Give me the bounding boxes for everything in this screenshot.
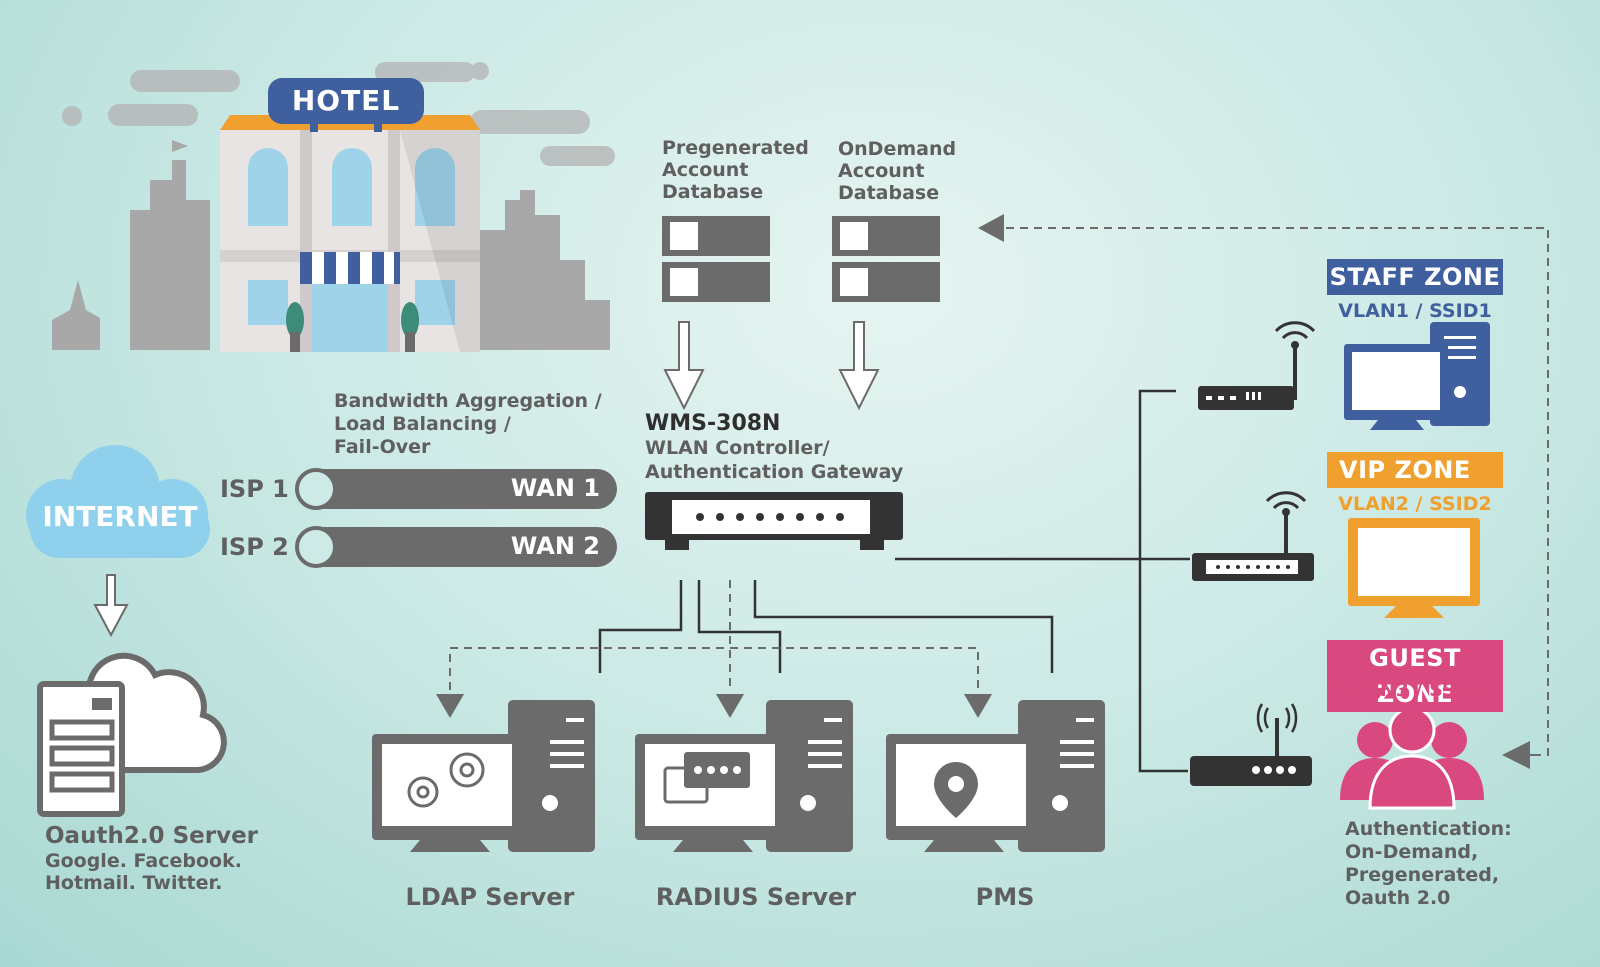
internet-cloud-icon (26, 445, 210, 558)
db-arrows (663, 321, 880, 411)
vip-zone-vlan: VLAN2 / SSID2 (1338, 493, 1492, 515)
oauth-title: Oauth2.0 Server (45, 823, 259, 849)
staff-computer-icon (1344, 322, 1490, 430)
oauth-server-icon (37, 652, 227, 817)
auth-line-2: On-Demand, (1345, 841, 1479, 863)
wan2-pill (295, 526, 617, 568)
authentication-note: Authentication: On-Demand, Pregenerated,… (1345, 818, 1512, 910)
server-connections (598, 580, 1054, 673)
ap-vip-icon (1192, 491, 1314, 581)
bandwidth-line-1: Bandwidth Aggregation / (334, 390, 602, 412)
arrowhead-to-db (978, 214, 1004, 242)
controller-line-2: Authentication Gateway (645, 461, 904, 483)
auth-feedback-loop (1006, 227, 1549, 756)
wan1-label: WAN 1 (510, 474, 600, 502)
ldap-server-icon (372, 700, 595, 852)
ap-connections (895, 389, 1190, 773)
hotel-sign: HOTEL (268, 78, 424, 124)
bandwidth-line-3: Fail-Over (334, 436, 431, 458)
city-skyline (52, 140, 610, 350)
hotel-sign-text: HOTEL (291, 84, 401, 117)
sky-clouds (62, 62, 615, 166)
radius-server-label: RADIUS Server (655, 883, 857, 911)
arrowhead-to-guest (1502, 741, 1530, 769)
guest-zone-title: GUEST ZONE (1327, 640, 1503, 712)
ondemand-database-icon (832, 216, 940, 302)
bandwidth-line-2: Load Balancing / (334, 413, 511, 435)
oauth-label: Oauth2.0 Server Google. Facebook. Hotmai… (45, 822, 258, 894)
dashed-server-links (449, 580, 979, 690)
pregenerated-database-icon (662, 216, 770, 302)
controller-line-1: WLAN Controller/ (645, 437, 830, 459)
pregenerated-db-label: Pregenerated Account Database (662, 137, 809, 203)
pms-label: PMS (975, 883, 1035, 911)
wan1-pill (295, 468, 617, 510)
vip-monitor-icon (1348, 518, 1480, 618)
oauth-line-1: Google. Facebook. (45, 850, 242, 872)
auth-line-1: Authentication: (1345, 818, 1512, 840)
auth-line-4: Oauth 2.0 (1345, 887, 1451, 909)
internet-label: INTERNET (42, 500, 198, 533)
bandwidth-note: Bandwidth Aggregation / Load Balancing /… (334, 390, 602, 459)
controller-label: WMS-308N WLAN Controller/ Authentication… (645, 412, 903, 484)
staff-zone-title: STAFF ZONE (1327, 259, 1503, 295)
server-arrowheads (436, 694, 992, 718)
isp2-label: ISP 2 (220, 533, 289, 561)
ldap-server-label: LDAP Server (405, 883, 575, 911)
ap-staff-icon (1198, 321, 1316, 410)
vip-zone-title: VIP ZONE (1327, 452, 1503, 488)
wan2-label: WAN 2 (510, 532, 600, 560)
internet-down-arrow (93, 574, 129, 638)
isp1-label: ISP 1 (220, 475, 289, 503)
staff-zone-vlan: VLAN1 / SSID1 (1338, 300, 1492, 322)
ap-guest-icon (1190, 703, 1312, 786)
wms-controller-device (645, 492, 903, 550)
oauth-line-2: Hotmail. Twitter. (45, 872, 223, 894)
hotel-building (220, 78, 480, 352)
ondemand-db-label: OnDemand Account Database (838, 138, 957, 204)
radius-server-icon (635, 700, 853, 852)
guest-zone-vlan: VLAN3 / SSID3 (1338, 679, 1492, 701)
guest-people-icon (1340, 706, 1484, 810)
controller-model: WMS-308N (645, 411, 781, 436)
pms-server-icon (886, 700, 1105, 852)
auth-line-3: Pregenerated, (1345, 864, 1500, 886)
